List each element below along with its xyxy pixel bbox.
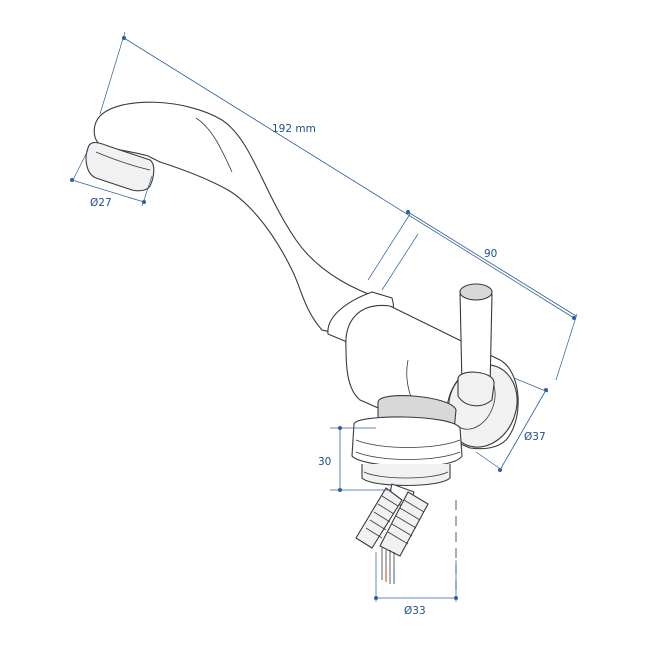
base-flange <box>351 416 463 468</box>
label-spout-diameter: Ø27 <box>90 197 112 209</box>
flange-ring-2 <box>355 451 461 460</box>
dimension-labels: 192 mm Ø27 90 Ø37 30 Ø33 <box>90 123 546 617</box>
spout-highlight <box>195 117 233 173</box>
dimension-lines <box>70 31 578 602</box>
spout-arm <box>93 101 386 335</box>
label-base-height: 30 <box>318 456 331 468</box>
hose-connector-right <box>379 491 429 557</box>
dim-body-length-line <box>407 211 577 317</box>
dim-spout-diameter-line <box>71 179 145 203</box>
wire-leads <box>381 548 395 584</box>
faucet-illustration <box>85 101 519 600</box>
dim-length-line <box>123 37 575 319</box>
label-body-length: 90 <box>484 248 497 260</box>
lever-collar <box>457 371 495 407</box>
label-body-diameter: Ø37 <box>524 431 546 443</box>
label-base-diameter: Ø33 <box>404 605 426 617</box>
hose-connector-left <box>355 487 403 549</box>
dim-body-diameter-line <box>499 389 547 471</box>
label-length: 192 mm <box>272 123 316 135</box>
flange-ring-1 <box>355 439 461 448</box>
base-lower-ring <box>363 471 449 479</box>
base-lower <box>361 464 451 487</box>
lever-top <box>459 283 493 301</box>
nozzle-rim <box>95 151 151 171</box>
